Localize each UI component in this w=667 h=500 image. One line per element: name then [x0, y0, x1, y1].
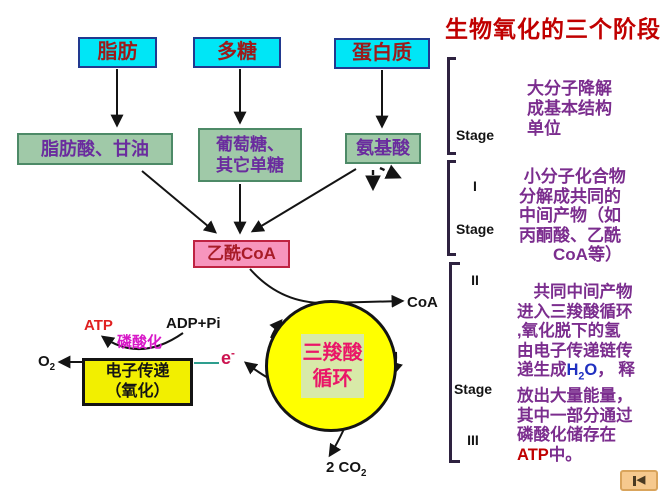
arrow-amino-dashed-diagonal	[379, 164, 402, 179]
co2-label: 2 CO2	[326, 459, 367, 479]
stage3-description: 共同中间产物 进入三羧酸循环 ,氧化脱下的氢 由电子传递链传 递生成H2O， 释…	[517, 283, 635, 465]
arrow-acetylcoa-to-cycle-and-coa	[249, 268, 405, 308]
box-fat: 脂肪	[78, 37, 157, 68]
box-electron-transport: 电子传递 （氧化）	[82, 358, 193, 406]
o2-label: O2	[38, 353, 56, 373]
stage1-label: Stage I	[455, 127, 495, 194]
bracket-stage1	[447, 57, 456, 155]
arrow-cycle-to-co2	[328, 428, 345, 458]
tca-cycle-label: 三羧酸 循环	[301, 334, 364, 398]
stage2-label: Stage II	[455, 221, 495, 288]
box-fatty-acids-glycerol: 脂肪酸、甘油	[17, 133, 173, 165]
box-protein: 蛋白质	[334, 38, 430, 69]
bracket-stage3	[449, 262, 460, 463]
bracket-stage2	[447, 160, 456, 256]
box-acetyl-coa: 乙酰CoA	[193, 240, 290, 268]
box-polysaccharide: 多糖	[193, 37, 281, 68]
stage3-label: Stage III	[453, 381, 493, 448]
box-amino-acids: 氨基酸	[345, 133, 421, 164]
stage1-description: 大分子降解 成基本结构 单位	[527, 79, 612, 138]
back-button[interactable]: ◀	[620, 470, 658, 491]
box-glucose-monosaccharides: 葡萄糖、 其它单糖	[198, 128, 302, 182]
coa-label: CoA	[407, 294, 438, 311]
atp-label: ATP	[84, 317, 113, 334]
page-title: 生物氧化的三个阶段	[445, 16, 661, 42]
electron-label: e-	[221, 347, 235, 368]
stage2-description: 小分子化合物 分解成共同的 中间产物（如 丙酮酸、乙酰 CoA等）	[519, 167, 626, 264]
skip-back-bar-icon	[632, 475, 636, 486]
phosphorylation-label: 磷酸化	[117, 334, 163, 351]
adp-pi-label: ADP+Pi	[166, 315, 221, 332]
skip-back-triangle-icon: ◀	[636, 474, 646, 486]
